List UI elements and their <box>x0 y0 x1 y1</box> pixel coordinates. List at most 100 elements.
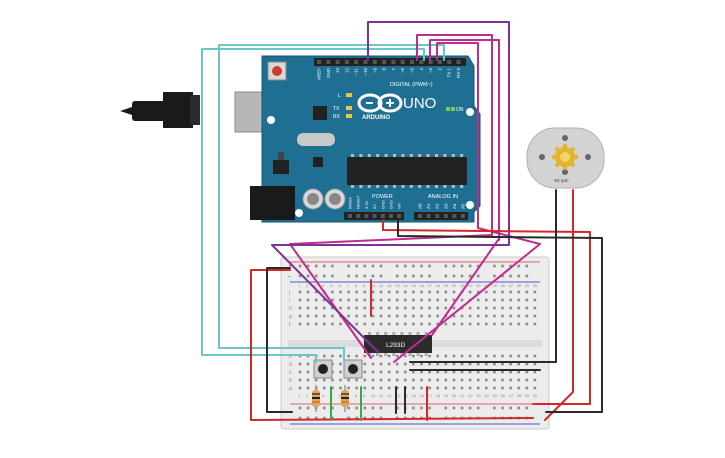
bb-hole[interactable] <box>509 386 512 390</box>
bb-hole[interactable] <box>363 306 367 310</box>
rail-hole[interactable] <box>371 406 375 410</box>
bb-hole[interactable] <box>355 378 358 382</box>
bb-hole[interactable] <box>387 362 391 366</box>
bb-hole[interactable] <box>444 378 448 382</box>
bb-hole[interactable] <box>436 298 439 302</box>
analog-header[interactable] <box>414 212 468 220</box>
rail-hole[interactable] <box>517 274 520 278</box>
bb-hole[interactable] <box>436 354 439 358</box>
bb-hole[interactable] <box>379 314 383 318</box>
bb-hole[interactable] <box>379 370 383 374</box>
rail-hole[interactable] <box>460 264 464 268</box>
rail-hole[interactable] <box>371 274 375 278</box>
rail-hole[interactable] <box>476 264 480 268</box>
bb-hole[interactable] <box>533 354 537 358</box>
bb-hole[interactable] <box>331 386 334 390</box>
rail-hole[interactable] <box>460 274 464 278</box>
bb-hole[interactable] <box>517 290 520 294</box>
bb-hole[interactable] <box>395 306 399 310</box>
bb-hole[interactable] <box>509 290 512 294</box>
rail-hole[interactable] <box>404 274 407 278</box>
bb-hole[interactable] <box>428 386 431 390</box>
bb-hole[interactable] <box>525 306 529 310</box>
bb-hole[interactable] <box>493 362 496 366</box>
bb-hole[interactable] <box>298 362 302 366</box>
power-pin[interactable] <box>372 214 377 218</box>
bb-hole[interactable] <box>525 378 529 382</box>
bb-hole[interactable] <box>501 362 504 366</box>
rail-hole[interactable] <box>331 274 334 278</box>
digital-pin[interactable] <box>391 60 396 64</box>
bb-hole[interactable] <box>533 322 537 326</box>
bb-hole[interactable] <box>395 386 399 390</box>
bb-hole[interactable] <box>444 386 448 390</box>
bb-hole[interactable] <box>371 290 375 294</box>
bb-hole[interactable] <box>323 298 326 302</box>
bb-hole[interactable] <box>379 290 383 294</box>
bb-hole[interactable] <box>476 362 480 366</box>
rail-hole[interactable] <box>363 416 367 420</box>
rail-hole[interactable] <box>379 416 383 420</box>
bb-hole[interactable] <box>339 354 342 358</box>
bb-hole[interactable] <box>436 362 439 366</box>
bb-hole[interactable] <box>306 290 310 294</box>
bb-hole[interactable] <box>331 298 334 302</box>
bb-hole[interactable] <box>525 370 529 374</box>
bb-hole[interactable] <box>509 378 512 382</box>
bb-hole[interactable] <box>509 354 512 358</box>
bb-hole[interactable] <box>525 298 529 302</box>
bb-hole[interactable] <box>485 370 488 374</box>
bb-hole[interactable] <box>428 314 431 318</box>
rail-hole[interactable] <box>493 274 496 278</box>
rail-hole[interactable] <box>517 406 520 410</box>
bb-hole[interactable] <box>339 362 342 366</box>
bb-hole[interactable] <box>509 370 512 374</box>
bb-hole[interactable] <box>476 378 480 382</box>
bb-hole[interactable] <box>331 354 334 358</box>
rail-hole[interactable] <box>509 406 512 410</box>
rail-hole[interactable] <box>395 274 399 278</box>
bb-hole[interactable] <box>371 362 375 366</box>
bb-hole[interactable] <box>363 314 367 318</box>
rail-hole[interactable] <box>314 274 318 278</box>
bb-hole[interactable] <box>485 306 488 310</box>
rail-hole[interactable] <box>298 264 302 268</box>
rail-hole[interactable] <box>355 264 358 268</box>
analog-pin[interactable] <box>435 214 440 218</box>
digital-pin[interactable] <box>382 60 387 64</box>
rail-hole[interactable] <box>476 274 480 278</box>
rail-hole[interactable] <box>363 406 367 410</box>
bb-hole[interactable] <box>517 306 520 310</box>
bb-hole[interactable] <box>420 386 423 390</box>
digital-pin[interactable] <box>372 60 377 64</box>
bb-hole[interactable] <box>363 378 367 382</box>
bb-hole[interactable] <box>363 290 367 294</box>
rail-hole[interactable] <box>452 264 456 268</box>
rail-hole[interactable] <box>420 264 423 268</box>
bb-hole[interactable] <box>379 362 383 366</box>
rail-hole[interactable] <box>395 264 399 268</box>
bb-hole[interactable] <box>436 370 439 374</box>
bb-hole[interactable] <box>298 322 302 326</box>
bb-hole[interactable] <box>306 378 310 382</box>
bb-hole[interactable] <box>331 314 334 318</box>
rail-hole[interactable] <box>323 416 326 420</box>
rail-hole[interactable] <box>452 274 456 278</box>
bb-hole[interactable] <box>436 314 439 318</box>
bb-hole[interactable] <box>493 322 496 326</box>
bb-hole[interactable] <box>485 298 488 302</box>
bb-hole[interactable] <box>347 354 350 358</box>
bb-hole[interactable] <box>412 386 415 390</box>
rail-hole[interactable] <box>331 406 334 410</box>
bb-hole[interactable] <box>298 314 302 318</box>
bb-hole[interactable] <box>509 314 512 318</box>
bb-hole[interactable] <box>493 314 496 318</box>
bb-hole[interactable] <box>468 322 472 326</box>
bb-hole[interactable] <box>371 314 375 318</box>
rail-hole[interactable] <box>404 264 407 268</box>
bb-hole[interactable] <box>420 298 423 302</box>
bb-hole[interactable] <box>395 290 399 294</box>
bb-hole[interactable] <box>298 370 302 374</box>
bb-hole[interactable] <box>347 298 350 302</box>
